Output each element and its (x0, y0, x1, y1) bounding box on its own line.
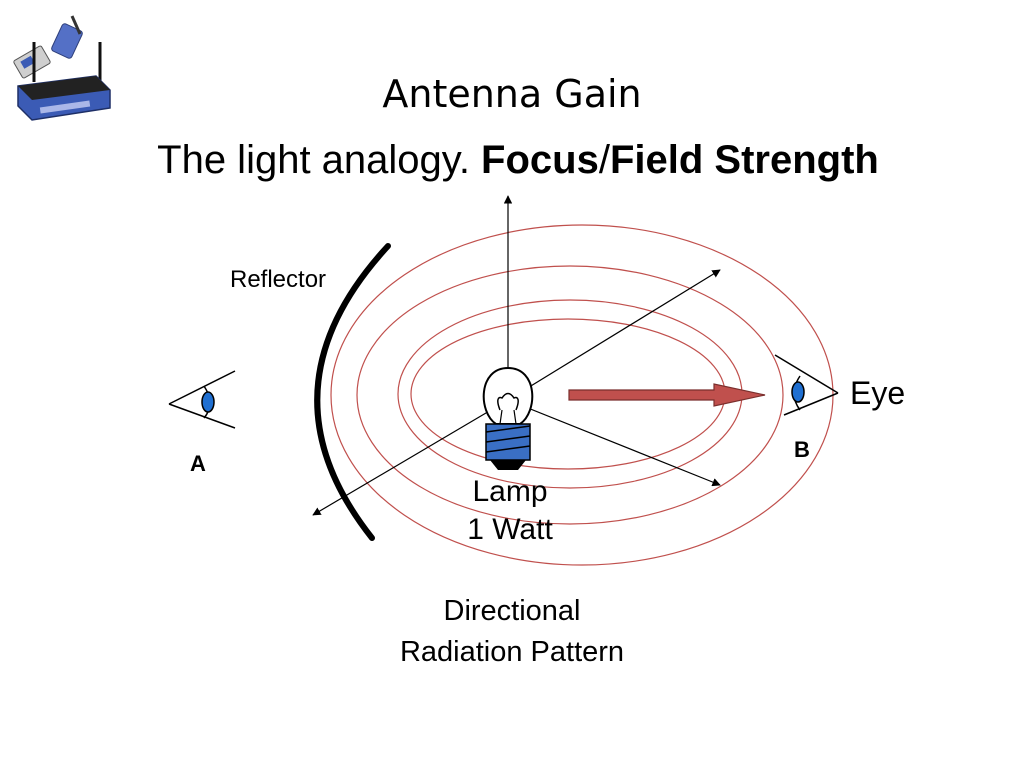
router-logo-icon (13, 15, 111, 121)
subtitle-field-strength: Field Strength (609, 138, 879, 182)
lamp-power: 1 Watt (467, 513, 553, 546)
eye-label: Eye (850, 375, 906, 411)
subtitle-separator: / (598, 138, 610, 182)
pattern-label: Directional Radiation Pattern (362, 591, 662, 673)
eye-a-icon (168, 370, 236, 429)
slide-subtitle: The light analogy. Focus/Field Strength (0, 138, 1024, 183)
ellipse-third (356, 265, 784, 525)
reflector-arc (314, 243, 391, 541)
subtitle-focus: Focus (481, 138, 599, 182)
eye-b-icon (774, 354, 839, 416)
observer-a-label: A (190, 451, 206, 476)
arrow-lower-right (507, 399, 721, 487)
lamp-label: Lamp 1 Watt (410, 473, 610, 549)
lamp-name: Lamp (472, 475, 548, 508)
arrow-upper-right (507, 269, 721, 401)
reflector-label: Reflector (230, 266, 327, 293)
observer-b-label: B (794, 437, 810, 462)
pattern-line-1: Directional (443, 595, 581, 627)
slide-title: Antenna Gain (382, 72, 642, 116)
lamp-icon (482, 366, 534, 470)
pattern-line-2: Radiation Pattern (399, 636, 625, 668)
focus-arrow-icon (568, 383, 766, 407)
subtitle-plain: The light analogy. (157, 138, 482, 182)
